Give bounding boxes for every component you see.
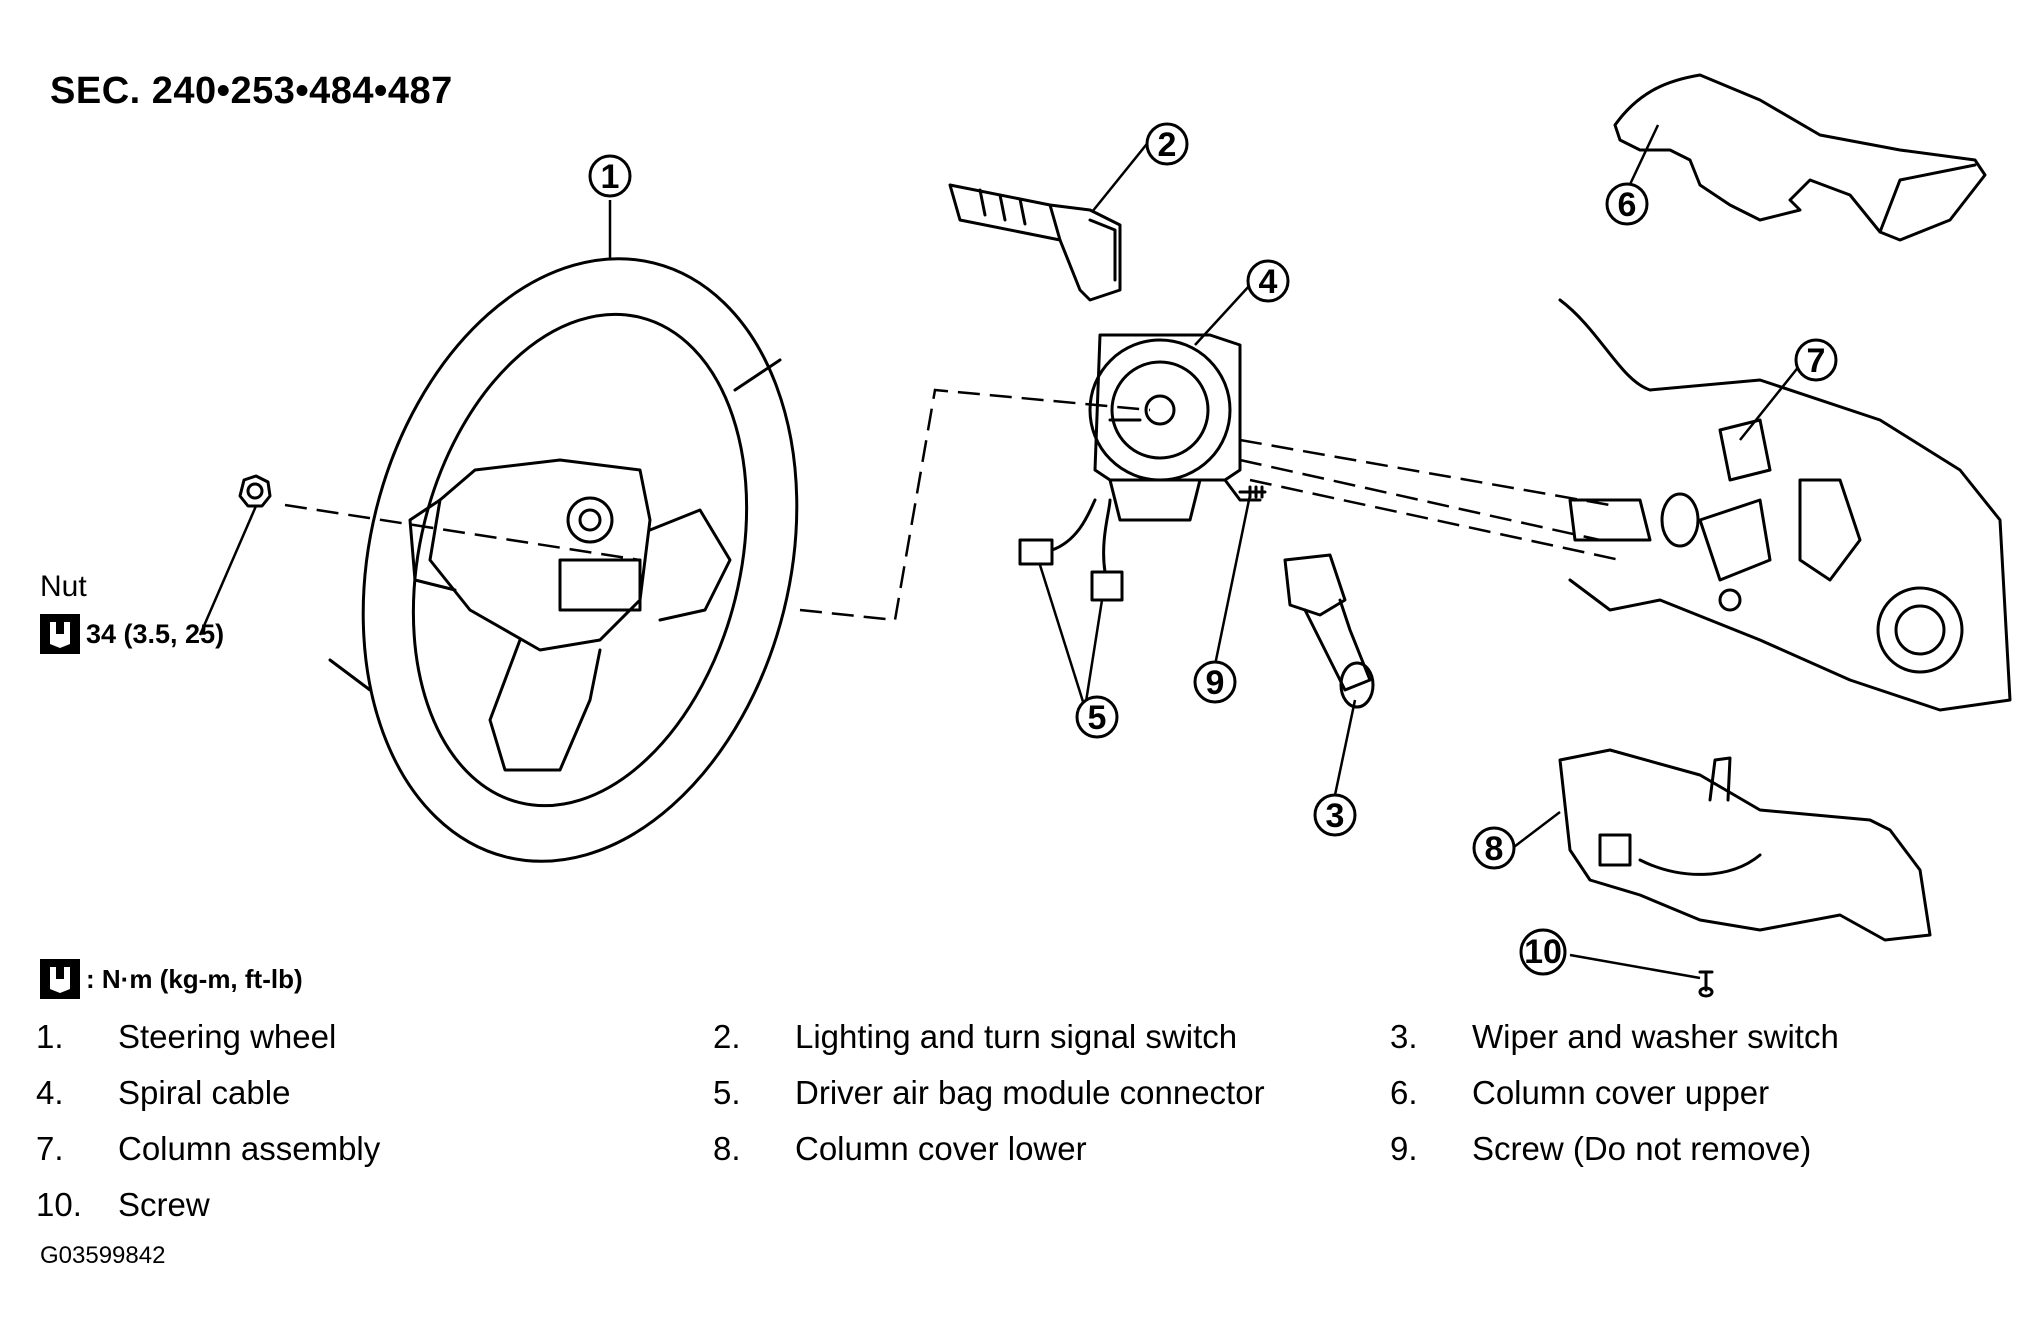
legend-num: 10. (36, 1186, 82, 1223)
column-assembly-drawing (1558, 298, 2012, 712)
airbag-connector-drawing (1018, 498, 1124, 602)
lighting-switch-drawing (948, 183, 1122, 302)
callout-5: 5 (1075, 695, 1119, 739)
legend-label: Spiral cable (118, 1074, 291, 1111)
callout-1-label: 1 (601, 158, 620, 196)
legend-num: 1. (36, 1018, 64, 1055)
legend-label: Lighting and turn signal switch (795, 1018, 1238, 1055)
callout-6-label: 6 (1618, 186, 1637, 224)
legend-item-8: 8. Column cover lower (713, 1130, 1087, 1168)
callout-2: 2 (1145, 122, 1189, 166)
callout-3: 3 (1313, 793, 1357, 837)
callout-10-label: 10 (1524, 933, 1562, 971)
legend-num: 7. (36, 1130, 64, 1167)
legend-label: Column cover upper (1472, 1074, 1770, 1111)
legend-label: Steering wheel (118, 1018, 337, 1055)
legend-num: 8. (713, 1130, 741, 1167)
legend-item-9: 9. Screw (Do not remove) (1390, 1130, 1811, 1168)
callout-8-label: 8 (1485, 830, 1504, 868)
parts-legend: 1. Steering wheel 2. Lighting and turn sig… (36, 1018, 1986, 1242)
callout-7: 7 (1794, 338, 1838, 382)
legend-item-1: 1. Steering wheel (36, 1018, 336, 1056)
section-title: SEC. 240•253•484•487 (50, 70, 453, 112)
wiper-switch-drawing (1283, 553, 1375, 709)
torque-wrench-icon (40, 959, 80, 999)
legend-row: 1. Steering wheel 2. Lighting and turn sig… (36, 1018, 1986, 1074)
figure-code: G03599842 (40, 1242, 166, 1269)
legend-label: Column cover lower (795, 1130, 1087, 1167)
screw-9-drawing (1238, 485, 1267, 499)
callout-3-label: 3 (1326, 797, 1345, 835)
legend-num: 3. (1390, 1018, 1418, 1055)
legend-num: 9. (1390, 1130, 1418, 1167)
nut-label: Nut (40, 570, 87, 603)
legend-label: Screw (Do not remove) (1472, 1130, 1812, 1167)
legend-num: 6. (1390, 1074, 1418, 1111)
legend-label: Driver air bag module connector (795, 1074, 1265, 1111)
callout-4-label: 4 (1259, 263, 1278, 301)
units-text: : N·m (kg-m, ft-lb) (86, 963, 303, 994)
legend-row: 4. Spiral cable 5. Driver air bag module c… (36, 1074, 1986, 1130)
legend-label: Screw (118, 1186, 210, 1223)
callout-4: 4 (1246, 259, 1290, 303)
legend-num: 2. (713, 1018, 741, 1055)
legend-item-7: 7. Column assembly (36, 1130, 380, 1168)
torque-wrench-icon (40, 614, 80, 654)
column-cover-upper-drawing (1613, 73, 1987, 242)
callout-5-label: 5 (1088, 699, 1107, 737)
legend-label: Column assembly (118, 1130, 381, 1167)
steering-wheel-drawing (328, 257, 799, 863)
column-cover-lower-drawing (1558, 748, 1932, 942)
screw-10-drawing (1698, 970, 1714, 998)
spiral-cable-drawing (1088, 333, 1262, 522)
legend-item-6: 6. Column cover upper (1390, 1074, 1769, 1112)
callout-1: 1 (588, 154, 632, 198)
legend-num: 5. (713, 1074, 741, 1111)
legend-row: 7. Column assembly 8. Column cover lower 9… (36, 1130, 1986, 1186)
callout-10: 10 (1519, 928, 1567, 976)
callout-9: 9 (1193, 660, 1237, 704)
legend-item-10: 10. Screw (36, 1186, 210, 1224)
legend-item-3: 3. Wiper and washer switch (1390, 1018, 1839, 1056)
callout-2-label: 2 (1158, 126, 1177, 164)
legend-label: Wiper and washer switch (1472, 1018, 1839, 1055)
callout-7-label: 7 (1807, 342, 1826, 380)
nut-torque-spec: 34 (3.5, 25) (40, 614, 224, 654)
legend-item-5: 5. Driver air bag module connector (713, 1074, 1265, 1112)
nut-drawing (238, 474, 272, 508)
legend-num: 4. (36, 1074, 64, 1111)
units-note: : N·m (kg-m, ft-lb) (40, 958, 303, 1000)
legend-item-2: 2. Lighting and turn signal switch (713, 1018, 1237, 1056)
torque-value: 34 (3.5, 25) (86, 618, 225, 649)
callout-6: 6 (1605, 182, 1649, 226)
callout-9-label: 9 (1206, 664, 1225, 702)
legend-item-4: 4. Spiral cable (36, 1074, 290, 1112)
legend-row: 10. Screw (36, 1186, 1986, 1242)
callout-8: 8 (1472, 826, 1516, 870)
